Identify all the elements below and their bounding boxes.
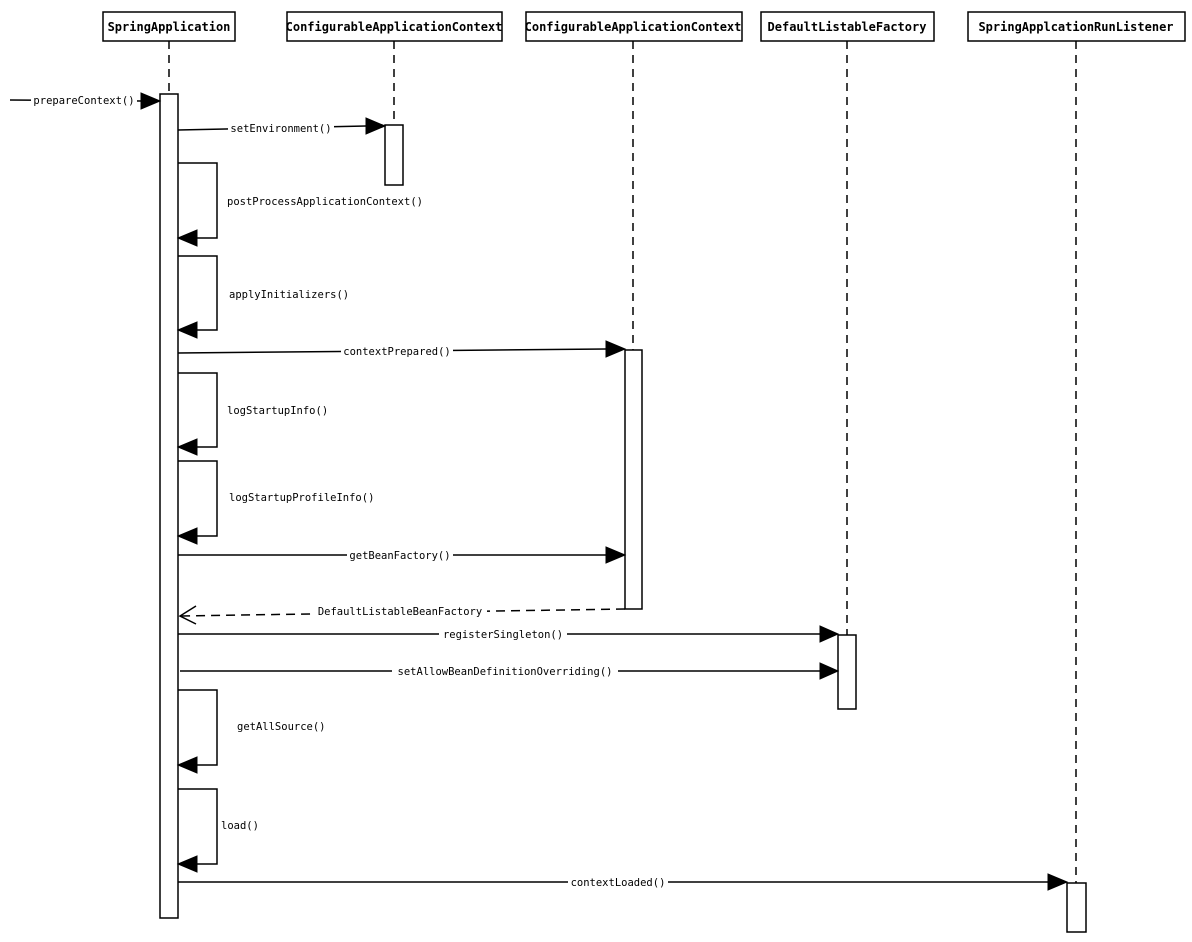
message-context-prepared: contextPrepared()	[177, 340, 627, 358]
message-label: getBeanFactory()	[349, 550, 450, 562]
arrowhead-filled	[605, 546, 627, 564]
message-label: registerSingleton()	[443, 629, 563, 641]
message-log-startup-info: logStartupInfo()	[176, 372, 328, 456]
message-context-loaded: contextLoaded()	[178, 873, 1069, 891]
arrowhead-filled	[819, 662, 840, 680]
activation-default-listable-factory	[837, 634, 857, 710]
participant-label: SpringApplcationRunListener	[978, 20, 1173, 34]
message-get-bean-factory: getBeanFactory()	[178, 546, 627, 564]
activation-spring-application	[159, 93, 179, 919]
arrowhead-filled	[819, 625, 840, 643]
participant-configurable-application-context-2: ConfigurableApplicationContext	[525, 11, 743, 42]
participant-configurable-application-context-1: ConfigurableApplicationContext	[286, 11, 503, 42]
arrowhead-filled	[176, 321, 198, 339]
message-label: prepareContext()	[33, 95, 134, 107]
participant-spring-application-run-listener: SpringApplcationRunListener	[967, 11, 1186, 42]
message-label: logStartupInfo()	[227, 405, 328, 417]
participant-default-listable-factory: DefaultListableFactory	[760, 11, 935, 42]
arrowhead-filled	[365, 117, 387, 135]
message-label: applyInitializers()	[229, 289, 349, 301]
message-get-all-source: getAllSource()	[176, 689, 326, 774]
message-label: setEnvironment()	[230, 123, 331, 135]
participant-spring-application: SpringApplication	[102, 11, 236, 42]
arrowhead-filled	[140, 92, 162, 110]
message-label: logStartupProfileInfo()	[229, 492, 374, 504]
message-label: load()	[221, 820, 259, 832]
participant-label: DefaultListableFactory	[768, 20, 927, 34]
message-set-environment: setEnvironment()	[177, 117, 387, 135]
message-register-singleton: registerSingleton()	[178, 625, 840, 643]
message-prepare-context: prepareContext()	[9, 92, 162, 110]
participant-label: SpringApplication	[108, 20, 231, 34]
participant-label: ConfigurableApplicationContext	[525, 20, 742, 34]
participant-label: ConfigurableApplicationContext	[286, 20, 503, 34]
message-label: postProcessApplicationContext()	[227, 196, 423, 208]
message-label: contextLoaded()	[571, 877, 666, 889]
message-label: getAllSource()	[237, 721, 326, 733]
message-log-startup-profile-info: logStartupProfileInfo()	[176, 460, 374, 545]
activation-configurable-application-context-2	[624, 349, 643, 610]
activation-spring-application-run-listener	[1066, 882, 1087, 933]
arrowhead-filled	[176, 229, 198, 247]
arrowhead-filled	[1047, 873, 1069, 891]
arrowhead-filled	[176, 855, 198, 873]
message-return-default-listable-bean-factory: DefaultListableBeanFactory	[178, 605, 626, 625]
message-label: setAllowBeanDefinitionOverriding()	[398, 666, 613, 678]
message-post-process-application-context: postProcessApplicationContext()	[176, 162, 423, 247]
arrowhead-filled	[176, 527, 198, 545]
activation-configurable-application-context-1	[384, 124, 404, 186]
arrowhead-open	[178, 605, 197, 625]
message-label: contextPrepared()	[343, 346, 450, 358]
arrowhead-filled	[176, 438, 198, 456]
message-label: DefaultListableBeanFactory	[318, 606, 482, 618]
arrowhead-filled	[176, 756, 198, 774]
arrowhead-filled	[605, 340, 627, 358]
message-load: load()	[176, 788, 259, 873]
message-set-allow-bean-definition-overriding: setAllowBeanDefinitionOverriding()	[180, 662, 840, 680]
message-apply-initializers: applyInitializers()	[176, 255, 349, 339]
